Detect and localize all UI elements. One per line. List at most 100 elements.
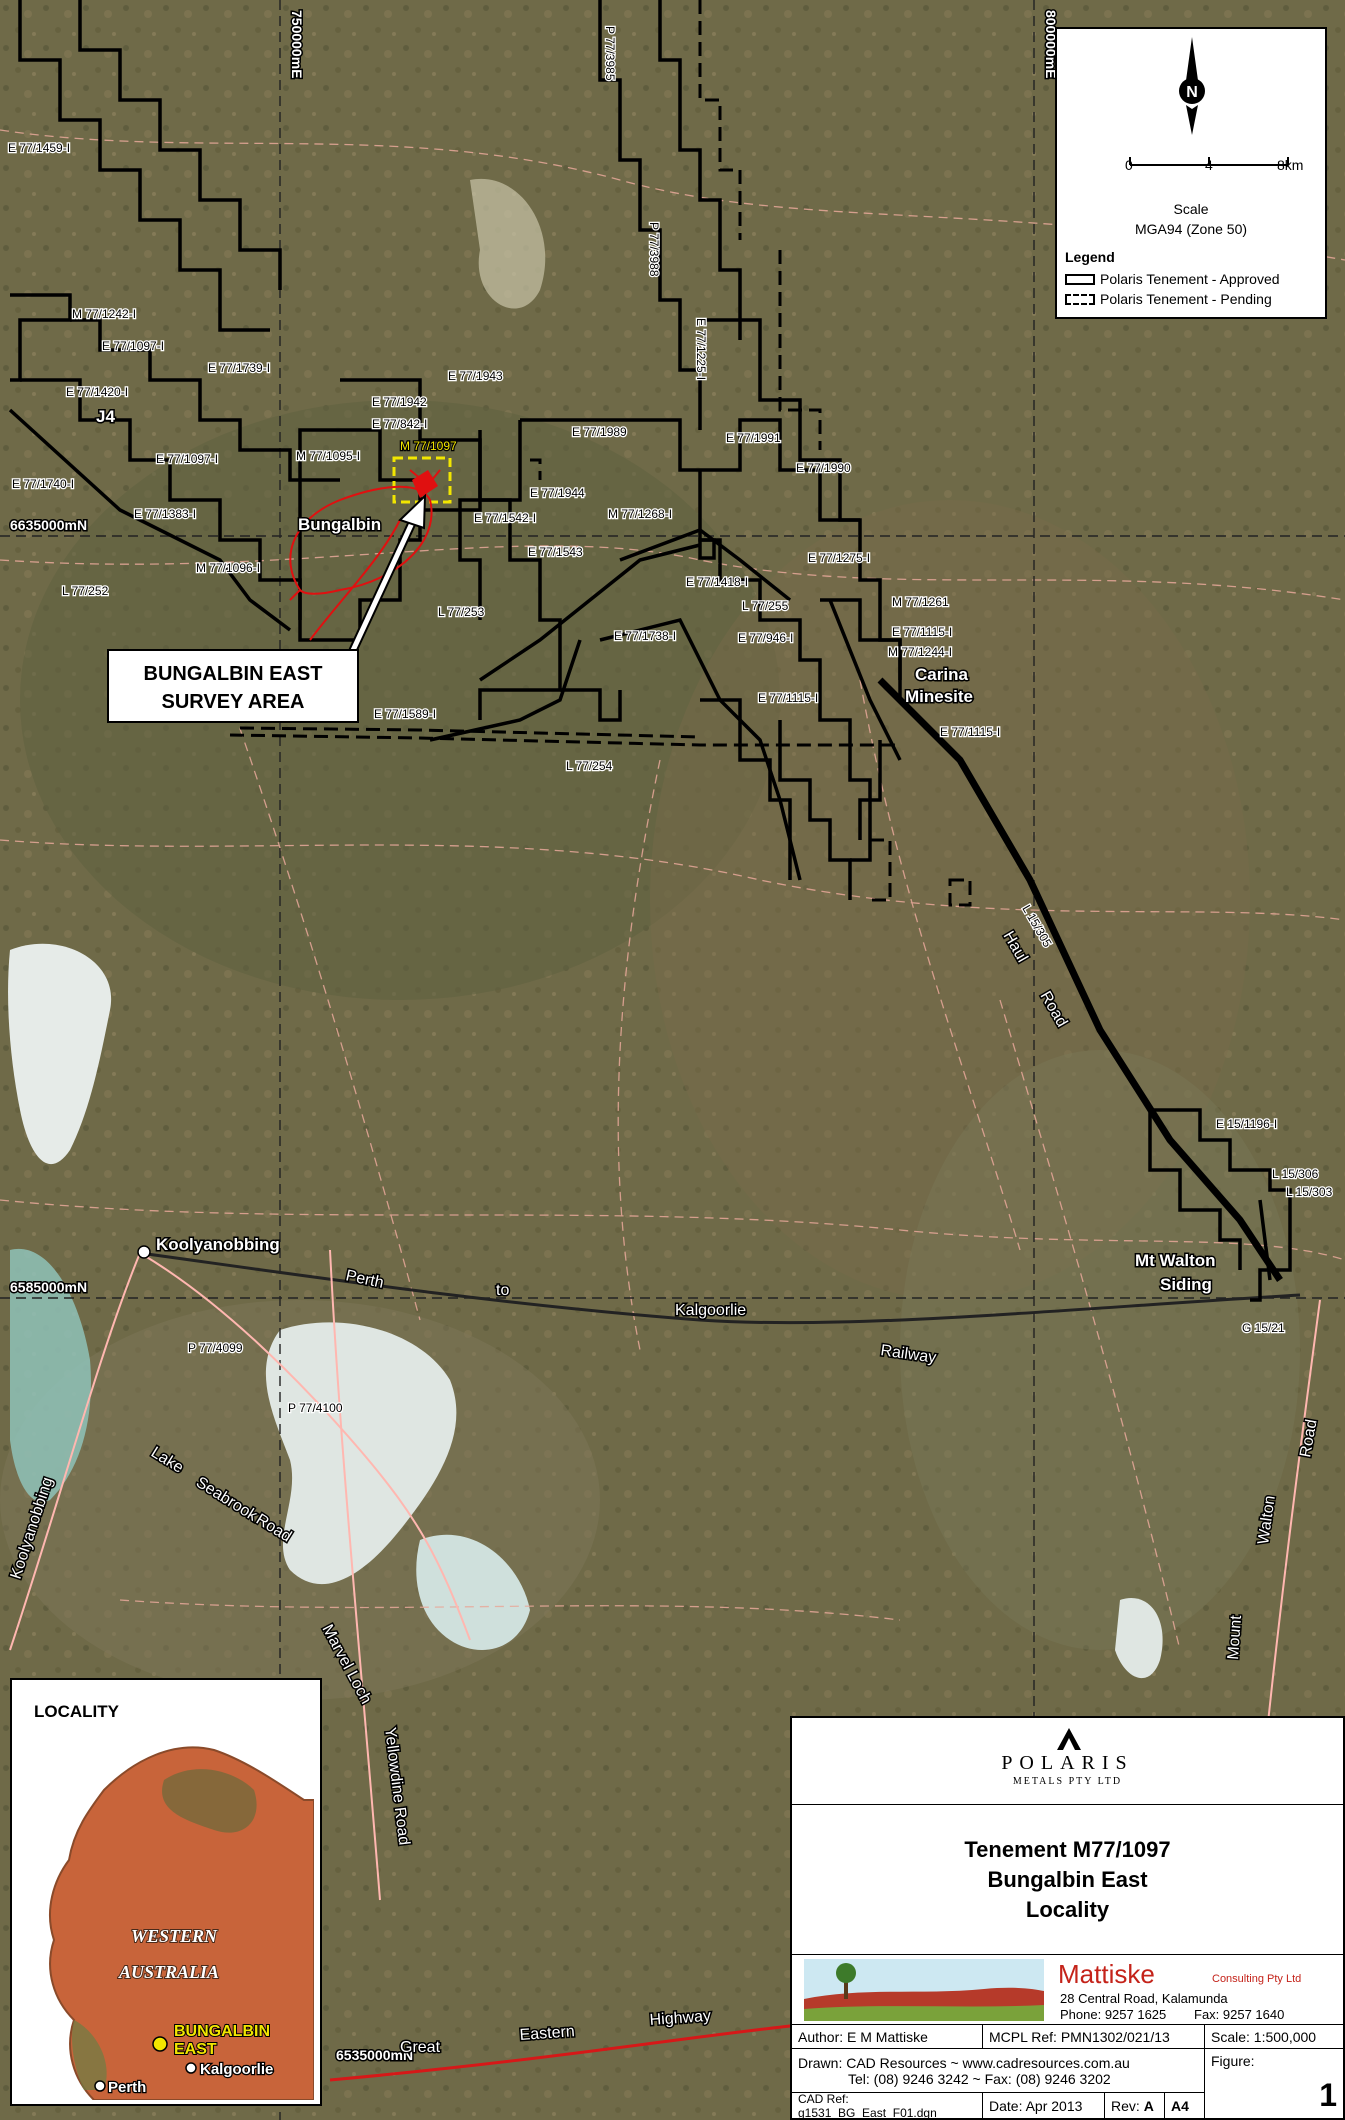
koolyanobbing-marker bbox=[137, 1245, 151, 1259]
scale-cell: Scale: 1:500,000 bbox=[1204, 2024, 1345, 2048]
tenement-label: E 77/1739-I bbox=[208, 361, 270, 375]
callout-line-1: BUNGALBIN EAST bbox=[144, 663, 323, 685]
salt-lake bbox=[8, 943, 112, 1165]
tenement-label: M 77/1095-I bbox=[296, 449, 360, 463]
tenement-label: E 77/1097-I bbox=[102, 339, 164, 353]
legend-panel: N 0 4 8km Scale MGA94 (Zone 50) Legend P… bbox=[1055, 27, 1327, 319]
figure-label: Figure: bbox=[1204, 2048, 1345, 2072]
legend-row-approved: Polaris Tenement - Approved bbox=[1065, 271, 1280, 287]
grid-label-750000: 750000mE bbox=[289, 10, 305, 79]
wa-landmass bbox=[48, 1746, 314, 2100]
drawn-line-1: Drawn: CAD Resources ~ www.cadresources.… bbox=[798, 2054, 1130, 2071]
pending-swatch bbox=[1065, 293, 1095, 305]
tenement-label: E 77/946-I bbox=[738, 631, 793, 645]
place-bungalbin: Bungalbin bbox=[298, 515, 381, 534]
tenement-label: E 77/1942 bbox=[372, 395, 427, 409]
legend-pending-label: Polaris Tenement - Pending bbox=[1100, 291, 1272, 307]
tenement-label: E 77/1542-I bbox=[474, 511, 536, 525]
title-block: POLARIS METALS PTY LTD Tenement M77/1097… bbox=[790, 1716, 1345, 2120]
salt-lake bbox=[10, 1248, 91, 1502]
tenement-label: E 77/1459-I bbox=[8, 141, 70, 155]
railway-line bbox=[139, 1251, 1301, 1325]
figure-number: 1 bbox=[1204, 2072, 1345, 2118]
place-mt-walton: Mt Walton bbox=[1135, 1251, 1216, 1270]
tenement-label: E 77/1383-I bbox=[134, 507, 196, 521]
inset-title: LOCALITY bbox=[34, 1702, 119, 1721]
scale-bar bbox=[1129, 157, 1289, 166]
site-marker bbox=[152, 2036, 168, 2052]
legend-heading: Legend bbox=[1065, 249, 1115, 265]
tenement-boundaries-pending bbox=[229, 0, 972, 907]
salt-lake bbox=[265, 1322, 457, 1585]
consultant-row: Mattiske Consulting Pty Ltd 28 Central R… bbox=[792, 1954, 1343, 2024]
tenement-label: M 77/1242-I bbox=[72, 307, 136, 321]
perth-marker bbox=[94, 2080, 106, 2092]
scale-word: Scale bbox=[1173, 201, 1209, 217]
drawing-title: Tenement M77/1097 Bungalbin East Localit… bbox=[792, 1804, 1343, 1954]
mcpl-cell: MCPL Ref: PMN1302/021/13 bbox=[982, 2024, 1204, 2048]
north-arrow-icon: N bbox=[1179, 37, 1205, 135]
consultant-fax: Fax: 9257 1640 bbox=[1194, 2007, 1285, 2022]
tenement-label: E 77/1738-I bbox=[614, 629, 676, 643]
tenement-label: L 77/253 bbox=[438, 605, 485, 619]
tenement-label: E 77/1115-I bbox=[892, 625, 952, 639]
tenement-label: E 77/1943 bbox=[448, 369, 503, 383]
polaris-logo-icon bbox=[1057, 1728, 1081, 1750]
tenement-label: E 77/1097-I bbox=[156, 452, 218, 466]
inset-site-line1: BUNGALBIN bbox=[174, 2023, 270, 2040]
inset-site-line2: EAST bbox=[174, 2041, 217, 2058]
tenement-label: E 77/1589-I bbox=[374, 707, 436, 721]
place-minesite: Minesite bbox=[905, 687, 973, 706]
callout-arrowhead bbox=[398, 493, 427, 530]
company-name: POLARIS bbox=[1001, 1752, 1134, 1774]
inset-perth: Perth bbox=[108, 2079, 146, 2096]
haul-road bbox=[877, 677, 1283, 1282]
rev-cell: Rev: A bbox=[1104, 2092, 1164, 2118]
tenement-label: E 77/1225-I bbox=[694, 318, 708, 380]
legend-row-pending: Polaris Tenement - Pending bbox=[1065, 291, 1272, 307]
grid-label-6535000: 6535000mN bbox=[336, 2047, 413, 2063]
tenement-label: E 77/1991 bbox=[726, 431, 781, 445]
place-carina: Carina bbox=[915, 665, 968, 684]
scale-tick-8: 8km bbox=[1277, 157, 1304, 173]
tenement-label: G 15/21 bbox=[1242, 1321, 1285, 1335]
legend-approved-label: Polaris Tenement - Approved bbox=[1100, 271, 1280, 287]
tenement-label: E 77/1115-I bbox=[758, 691, 818, 705]
company-sub: METALS PTY LTD bbox=[1012, 1776, 1123, 1787]
tenement-label: L 15/306 bbox=[1272, 1167, 1319, 1181]
koolyanobbing-road bbox=[9, 1252, 141, 1651]
paper-size: A4 bbox=[1164, 2092, 1204, 2118]
marvel-loch-road bbox=[139, 1252, 471, 1641]
cad-ref: CAD Ref: g1531_BG_East_F01.dgn bbox=[792, 2092, 982, 2120]
tenement-label: P 77/4100 bbox=[288, 1401, 343, 1415]
tenement-label: E 77/1418-I bbox=[686, 575, 748, 589]
consultant-name: Mattiske bbox=[1058, 1959, 1155, 1989]
grid-label-6635000: 6635000mN bbox=[10, 517, 87, 533]
label-kalgoorlie: Kalgoorlie bbox=[675, 1302, 746, 1319]
scale-tick-4: 4 bbox=[1205, 157, 1213, 173]
tenement-label: E 77/1115-I bbox=[940, 725, 1000, 739]
tenement-label: E 77/842-I bbox=[372, 417, 427, 431]
tenement-label: P 77/3985 bbox=[603, 26, 617, 81]
rev-value: A bbox=[1143, 2097, 1154, 2114]
north-label: N bbox=[1186, 84, 1198, 101]
label-to: to bbox=[496, 1282, 509, 1299]
inset-kalgoorlie: Kalgoorlie bbox=[200, 2061, 273, 2078]
locality-inset: LOCALITY WESTERN AUSTRALIA BUNGALBIN EAS… bbox=[10, 1678, 322, 2106]
drawn-cell: Drawn: CAD Resources ~ www.cadresources.… bbox=[792, 2048, 1204, 2092]
title-line-1: Tenement M77/1097 bbox=[964, 1836, 1171, 1862]
label-walton: Walton bbox=[1255, 1494, 1279, 1545]
tenement-label-target: M 77/1097 bbox=[400, 439, 457, 453]
tenement-label: L 77/252 bbox=[62, 584, 109, 598]
tenement-label: M 77/1261 bbox=[892, 595, 949, 609]
kalgoorlie-marker bbox=[185, 2062, 197, 2074]
inset-wa-line2: AUSTRALIA bbox=[118, 1962, 219, 1982]
consultant-phone: Phone: 9257 1625 bbox=[1060, 2007, 1167, 2022]
projection: MGA94 (Zone 50) bbox=[1134, 221, 1248, 237]
title-line-2: Bungalbin East bbox=[987, 1866, 1148, 1892]
author-cell: Author: E M Mattiske bbox=[792, 2024, 982, 2048]
tenement-label: E 77/1944 bbox=[530, 486, 585, 500]
tenement-label: L 77/255 bbox=[742, 599, 789, 613]
place-siding: Siding bbox=[1160, 1275, 1212, 1294]
